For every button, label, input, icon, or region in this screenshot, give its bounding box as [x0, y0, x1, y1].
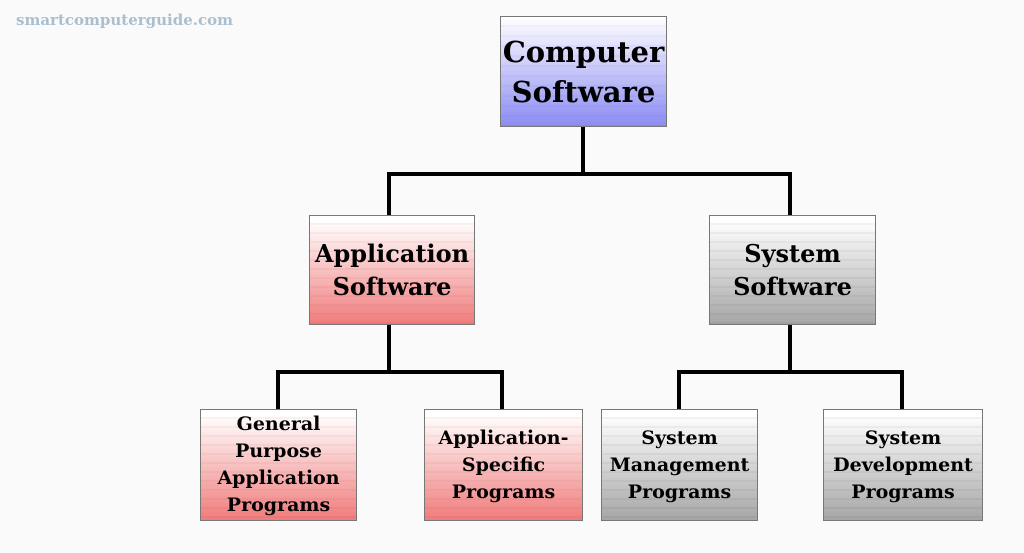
watermark: smartcomputerguide.com — [16, 11, 234, 29]
node-application-software: Application Software — [309, 215, 475, 325]
node-system-software: System Software — [709, 215, 876, 325]
node-general-purpose-programs: General Purpose Application Programs — [200, 409, 357, 521]
node-computer-software: Computer Software — [500, 16, 667, 127]
node-system-development-programs: System Development Programs — [823, 409, 983, 521]
node-system-management-programs: System Management Programs — [601, 409, 758, 521]
node-application-specific-programs: Application- Specific Programs — [424, 409, 583, 521]
